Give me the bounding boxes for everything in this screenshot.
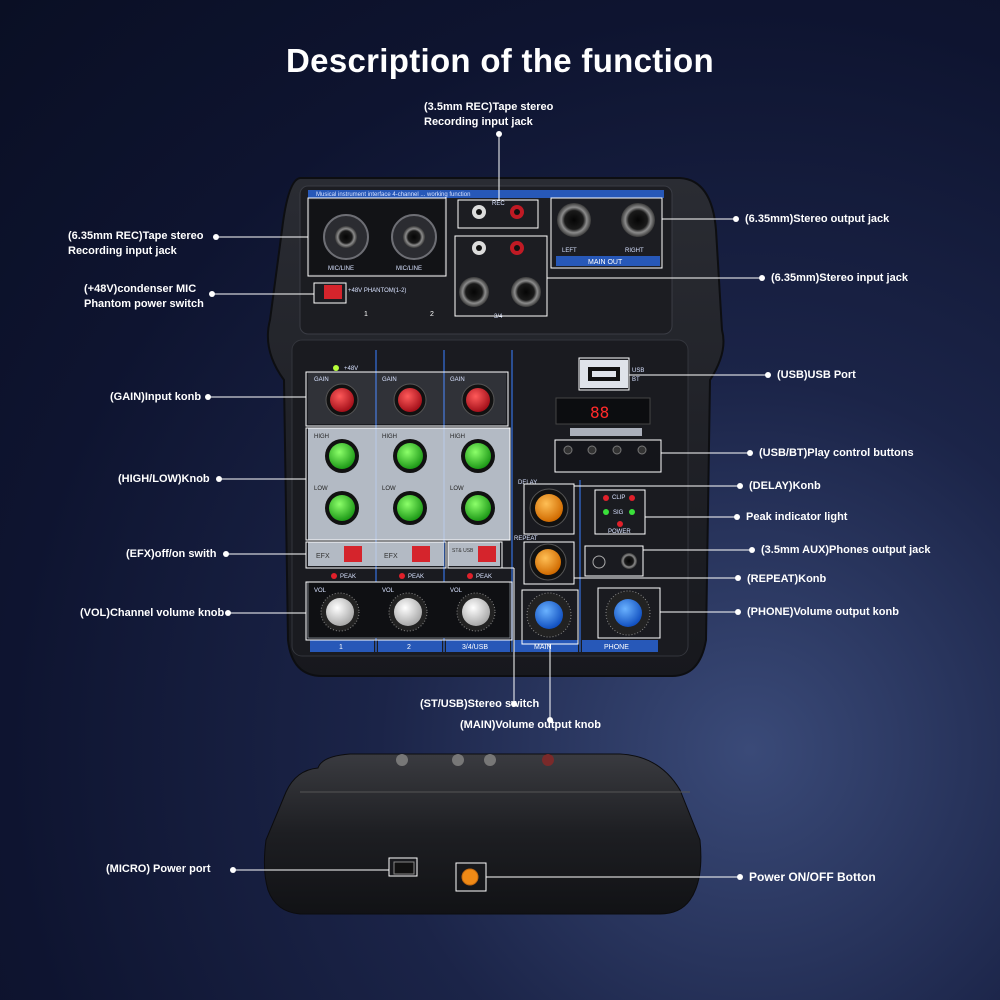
top-strip-text: Musical instrument interface 4-channel .… — [316, 192, 470, 198]
main-volume-knob[interactable] — [526, 592, 572, 638]
page-title: Description of the function — [286, 42, 714, 79]
label-rec-35mm: (3.5mm REC)Tape stereo Recording input j… — [424, 101, 554, 128]
label-phones-out: (3.5mm AUX)Phones output jack — [761, 544, 931, 556]
usb-bt-section: USB BT 88 — [555, 360, 651, 436]
label-st-usb: (ST/USB)Stereo switch — [420, 698, 540, 710]
st-usb-switch[interactable]: ST& USB — [448, 542, 500, 566]
power-button[interactable] — [461, 868, 479, 886]
phantom-text: +48V PHANTOM(1-2) — [348, 288, 406, 294]
label-main-vol: (MAIN)Volume output knob — [460, 719, 601, 731]
vol-text-3: VOL — [450, 588, 463, 594]
label-delay: (DELAY)Konb — [749, 480, 821, 492]
gain-text-1: GAIN — [314, 377, 329, 383]
label-phone-vol: (PHONE)Volume output konb — [747, 606, 899, 618]
xlr-combo-jacks: MIC/LINE MIC/LINE — [310, 200, 444, 274]
repeat-text: REPEAT — [514, 536, 538, 542]
label-peak-light: Peak indicator light — [746, 511, 848, 523]
eq-knobs[interactable]: HIGH HIGH HIGH LOW LOW LOW — [308, 428, 510, 540]
vol-text-1: VOL — [314, 588, 327, 594]
plus48v-text: +48V — [344, 366, 358, 372]
vol-knobs[interactable]: VOL VOL VOL — [307, 581, 511, 639]
sig-text: SIG — [613, 510, 624, 516]
label-repeat: (REPEAT)Konb — [747, 573, 827, 585]
right-text: RIGHT — [625, 248, 644, 254]
st-usb-text: ST& USB — [452, 548, 474, 554]
delay-knob[interactable] — [529, 488, 569, 528]
efx-text-2: EFX — [384, 553, 398, 560]
label-efx: (EFX)off/on swith — [126, 548, 217, 560]
peak-text-1: PEAK — [340, 574, 356, 580]
phones-jack — [592, 553, 637, 569]
label-power-button: Power ON/OFF Botton — [749, 870, 876, 884]
main-out-text: MAIN OUT — [588, 259, 623, 266]
rec-text: REC — [492, 201, 505, 207]
mic-line-2-text: MIC/LINE — [396, 266, 422, 272]
efx-switches[interactable]: EFX EFX — [308, 542, 444, 566]
label-rec-635mm: (6.35mm REC)Tape stereo Recording input … — [68, 230, 204, 257]
high-text-3: HIGH — [450, 434, 465, 440]
led-display: 88 — [590, 403, 609, 422]
channel-strip-labels: 1 2 3/4/USB MAIN PHONE — [310, 640, 658, 652]
gain-text-3: GAIN — [450, 377, 465, 383]
peak-text-2: PEAK — [408, 574, 424, 580]
label-vol: (VOL)Channel volume knob — [80, 607, 225, 619]
micro-usb-port — [393, 861, 415, 875]
label-usb-port: (USB)USB Port — [777, 369, 856, 381]
strip-2-text: 2 — [407, 644, 411, 651]
low-text-1: LOW — [314, 486, 328, 492]
mic-line-1-text: MIC/LINE — [328, 266, 354, 272]
gain-knobs[interactable]: GAIN GAIN GAIN — [308, 372, 506, 424]
usb-text: USB — [632, 368, 644, 374]
clip-text: CLIP — [612, 495, 625, 501]
rca-rec-jacks: REC — [472, 201, 524, 255]
strip-phone-text: PHONE — [604, 644, 629, 651]
label-micro-power: (MICRO) Power port — [106, 863, 211, 875]
strip-3-text: 3/4/USB — [462, 644, 488, 651]
ch1-text: 1 — [364, 311, 368, 318]
peak-text-3: PEAK — [476, 574, 492, 580]
low-text-3: LOW — [450, 486, 464, 492]
peak-indicator-lights: CLIP SIG POWER — [603, 495, 635, 535]
main-out-jacks: LEFT RIGHT MAIN OUT — [556, 203, 660, 266]
high-text-1: HIGH — [314, 434, 329, 440]
mixer-rear-view — [263, 753, 702, 915]
label-play-ctrl: (USB/BT)Play control buttons — [759, 447, 914, 459]
low-text-2: LOW — [382, 486, 396, 492]
high-text-2: HIGH — [382, 434, 397, 440]
vol-text-2: VOL — [382, 588, 395, 594]
strip-1-text: 1 — [339, 644, 343, 651]
power-text: POWER — [608, 529, 631, 535]
repeat-knob[interactable] — [529, 543, 567, 581]
left-text: LEFT — [562, 248, 577, 254]
phantom-switch[interactable] — [324, 285, 342, 299]
play-control-buttons[interactable] — [554, 439, 662, 473]
ch34-text: 3/4 — [494, 314, 503, 320]
label-gain: (GAIN)Input konb — [110, 391, 202, 403]
label-phantom: (+48V)condenser MIC Phantom power switch — [84, 283, 204, 310]
label-high-low: (HIGH/LOW)Knob — [118, 473, 210, 485]
efx-text-1: EFX — [316, 553, 330, 560]
delay-text: DELAY — [518, 480, 537, 486]
stereo-input-jacks: 3/4 — [459, 277, 541, 320]
label-stereo-out: (6.35mm)Stereo output jack — [745, 213, 890, 225]
bt-text: BT — [632, 377, 640, 383]
label-stereo-in: (6.35mm)Stereo input jack — [771, 272, 908, 284]
leader-lines — [205, 131, 771, 880]
strip-main-text: MAIN — [534, 644, 552, 651]
ch2-text: 2 — [430, 311, 434, 318]
phone-volume-knob[interactable] — [605, 590, 651, 636]
gain-text-2: GAIN — [382, 377, 397, 383]
